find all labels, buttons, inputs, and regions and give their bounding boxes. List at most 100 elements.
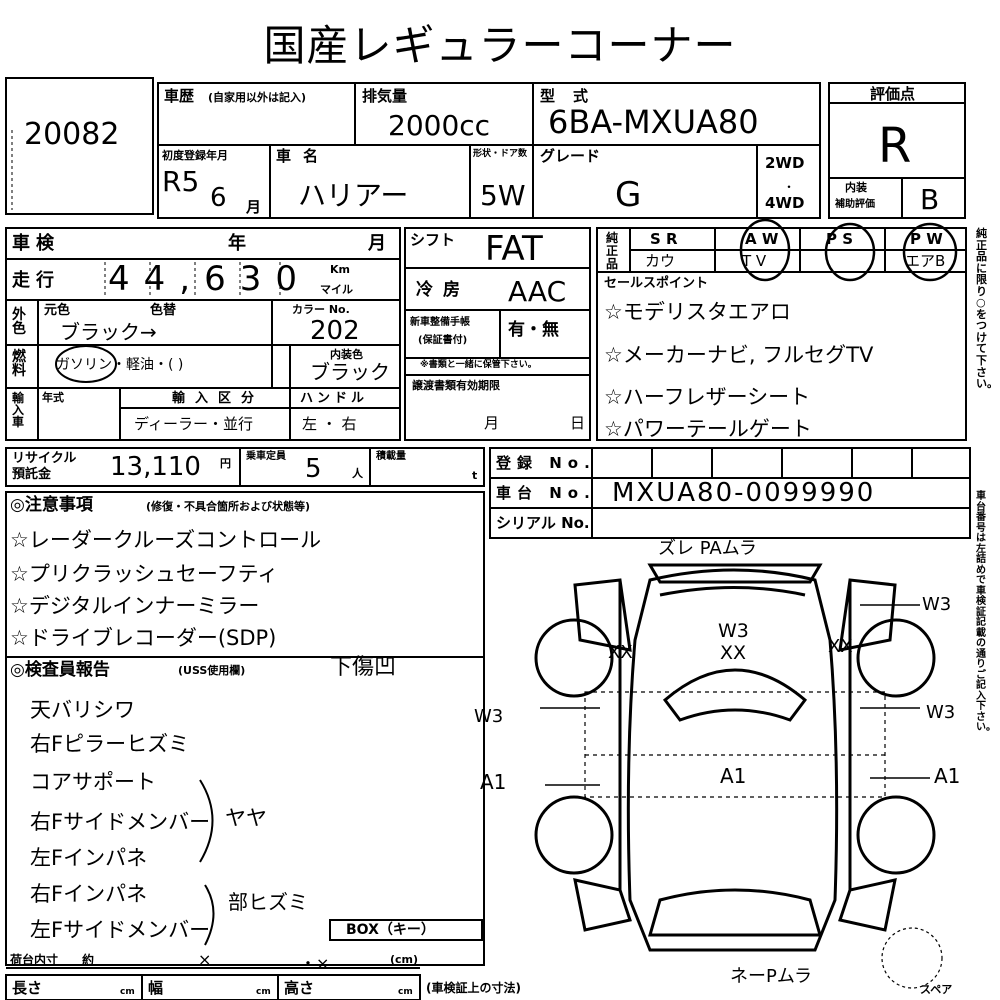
sales-item-1: ☆モデリスタエアロ — [604, 300, 791, 324]
label-kensa: ◎検査員報告 — [10, 660, 110, 680]
label-recycle2: 預託金 — [12, 467, 52, 482]
label-tsuki-top: 月 — [246, 198, 262, 216]
value-naisoiro: ブラック — [310, 360, 390, 384]
label-t: t — [472, 469, 478, 482]
side-text-1: 純正品に限り○をつけて下さい。 — [976, 227, 998, 391]
value-nendo: R5 — [162, 165, 200, 198]
diag-w3fr: W3 — [922, 594, 952, 615]
kensa-head: 下傷凹 — [330, 655, 397, 680]
label-nen: 年 — [228, 233, 246, 254]
dim-x-2: ・× — [300, 954, 330, 973]
label-handle-opt: 左 ・ 右 — [302, 415, 357, 433]
kensa-item-4: 右Fサイドメンバー — [30, 810, 211, 834]
value-katashiki: 6BA-MXUA80 — [548, 103, 759, 141]
label-shadai: 車台 No. — [496, 484, 596, 502]
label-shinsha: 新車整備手帳 — [410, 317, 470, 328]
value-tsuki: 6 — [210, 183, 227, 213]
label-sales: セールスポイント — [604, 276, 709, 291]
sales-item-3: ☆ハーフレザーシート — [604, 385, 811, 409]
label-haikiryo: 排気量 — [362, 87, 408, 105]
label-box: BOX（キー） — [346, 922, 435, 938]
value-soko: 44,630 — [108, 259, 311, 299]
diag-rear: ネーPムラ — [730, 966, 812, 987]
label-serial: シリアル No. — [496, 514, 590, 532]
dim-x-1: × — [198, 950, 212, 969]
kensa-item-6: 右Fインパネ — [30, 882, 148, 906]
label-shamei: 車名 — [276, 147, 331, 165]
label-toso: 譲渡書類有効期限 — [412, 379, 500, 392]
label-toso-tsuki: 月 — [484, 414, 500, 432]
wd-dot: ・ — [783, 180, 796, 194]
diag-front: ズレ PAムラ — [658, 538, 757, 559]
label-kensa-note: (USS使用欄) — [178, 664, 246, 677]
fuel-options: ガソリン・軽油・( ) — [56, 357, 184, 373]
value-keijo: 5W — [480, 179, 526, 212]
label-airb: エアB — [905, 252, 946, 270]
label-tv: T V — [742, 252, 767, 270]
label-shareki-note: (自家用以外は記入) — [208, 91, 307, 104]
diag-xxr: XX — [828, 636, 853, 657]
label-takasa: 高さ — [284, 979, 315, 997]
label-reibo: 冷房 — [416, 280, 470, 300]
label-gaisyoku: 外色 — [12, 307, 26, 337]
label-jyotei: 乗車定員 — [246, 451, 286, 462]
label-ps: P S — [826, 230, 854, 248]
label-handle: ハンドル — [300, 391, 369, 406]
label-color-no: カラー No. — [292, 303, 350, 316]
diag-a1r: A1 — [934, 764, 961, 788]
label-tsuki: 月 — [368, 233, 386, 254]
chui-item-1: ☆レーダークルーズコントロール — [10, 528, 322, 552]
value-recycle: 13,110 — [110, 452, 201, 482]
value-haikiryo: 2000cc — [388, 109, 491, 142]
value-motoiro: ブラック→ — [60, 320, 157, 344]
kensa-item-2: 右Fピラーヒズミ — [30, 732, 190, 756]
label-shinsha2: (保証書付) — [418, 335, 468, 346]
label-nenryo: 燃料 — [12, 349, 26, 379]
label-yaku: 約 — [82, 953, 95, 967]
kensa-bu: 部ヒズミ — [228, 890, 308, 914]
label-mile: マイル — [320, 283, 353, 296]
label-nenshiki: 年式 — [42, 391, 64, 404]
label-cm-2: cm — [256, 987, 271, 997]
sales-item-4: ☆パワーテールゲート — [604, 417, 812, 441]
label-umu: 有・無 — [508, 320, 559, 340]
label-nidai: 荷台内寸 — [10, 953, 59, 967]
value-reibo: AAC — [508, 275, 567, 308]
label-nagasa: 長さ — [12, 979, 43, 997]
kensa-item-7: 左Fサイドメンバー — [30, 918, 211, 942]
label-aw: A W — [745, 230, 779, 248]
chui-item-3: ☆デジタルインナーミラー — [10, 594, 260, 618]
value-color-no: 202 — [310, 316, 360, 346]
diag-xxl: XX — [608, 642, 633, 663]
chui-item-2: ☆プリクラッシュセーフティ — [10, 562, 279, 586]
label-cm-1: cm — [120, 987, 135, 997]
diag-w3c: W3 — [718, 620, 749, 642]
diag-a1c: A1 — [720, 764, 747, 788]
value-naiso: B — [920, 183, 940, 216]
label-4wd: 4WD — [765, 194, 805, 212]
label-2wd: 2WD — [765, 154, 805, 172]
label-yunyu-kubun: 輸入区分 — [172, 391, 265, 406]
value-shamei: ハリアー — [298, 179, 409, 212]
label-hyokaten: 評価点 — [870, 85, 916, 103]
value-hyokaten: R — [878, 118, 912, 174]
label-shift: シフト — [410, 231, 456, 249]
label-sekisai: 積載量 — [376, 451, 406, 462]
value-jyotei: 5 — [305, 454, 322, 484]
label-irogae: 色替 — [150, 303, 177, 318]
label-soko: 走行 — [12, 270, 60, 291]
label-motoiro: 元色 — [44, 303, 71, 318]
label-shaken: 車検 — [12, 233, 60, 254]
value-shift: FAT — [485, 229, 543, 269]
sales-item-2: ☆メーカーナビ, フルセグTV — [604, 343, 874, 367]
label-grade: グレード — [540, 147, 601, 165]
label-cm: (cm) — [390, 953, 419, 966]
label-naiso2: 補助評価 — [835, 199, 875, 210]
side-text-2: 車台番号は左詰めで車検証記載の通りご記入下さい。 — [976, 491, 996, 733]
label-katashiki: 型式 — [540, 87, 607, 105]
value-grade: G — [615, 175, 642, 215]
